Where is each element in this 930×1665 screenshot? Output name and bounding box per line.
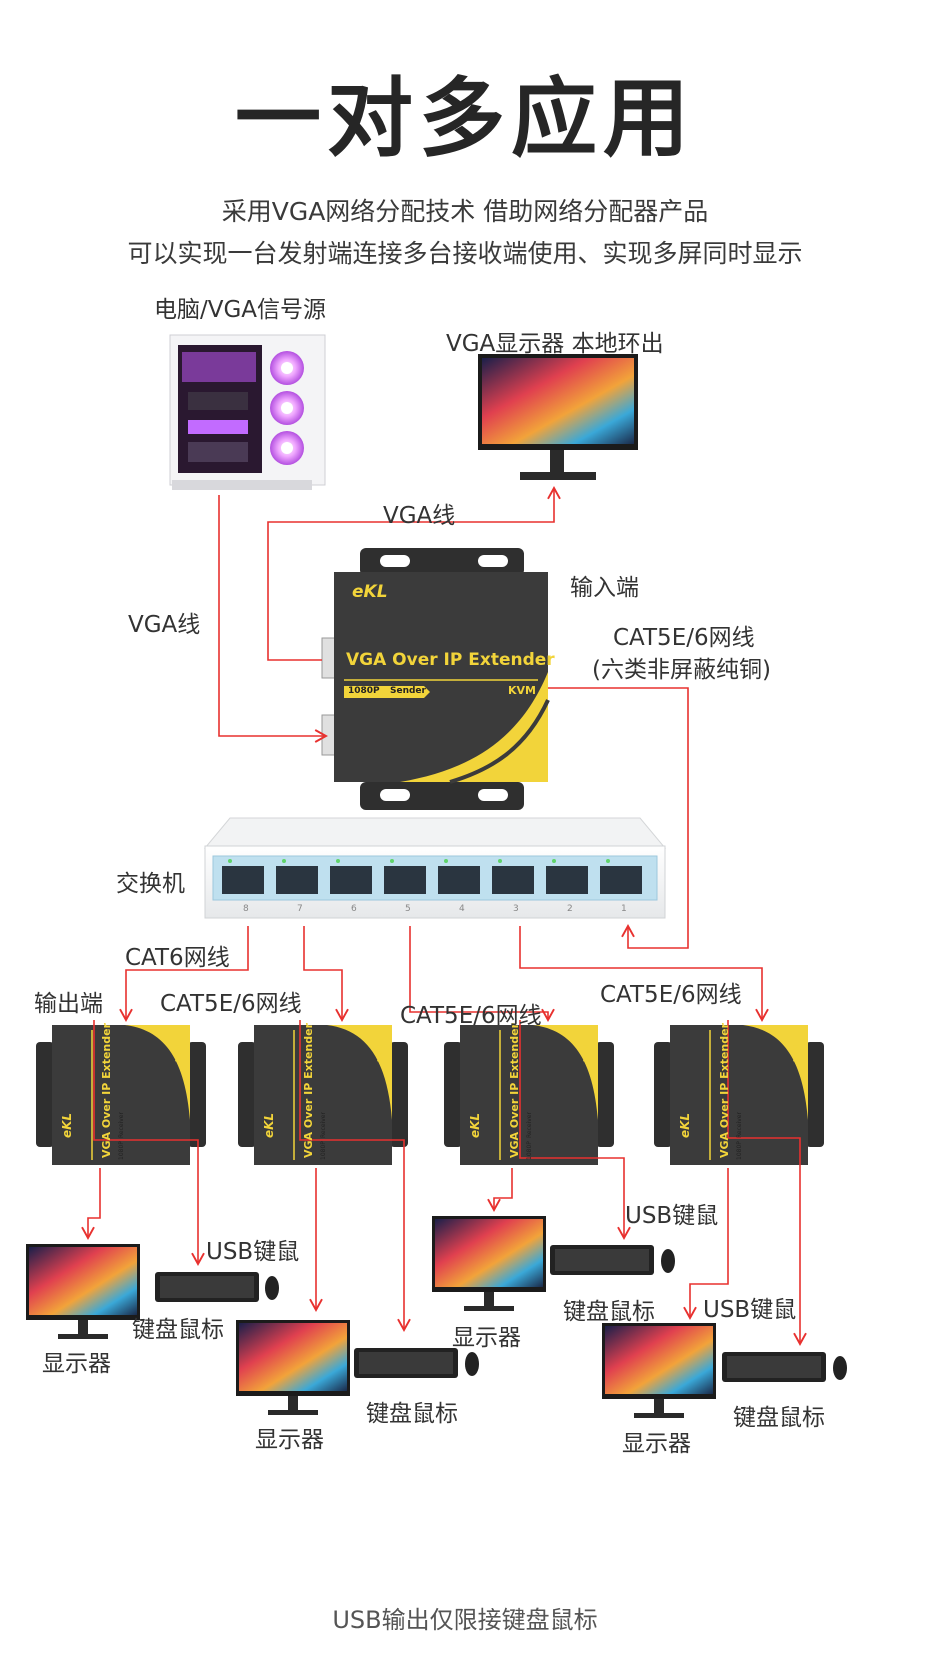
switch-port-label: 1: [621, 904, 627, 914]
sender-role: Sender: [390, 686, 426, 696]
keyboard-mouse-4: [722, 1352, 847, 1382]
label-switch: 交换机: [116, 871, 185, 897]
receiver-2-role: Receiver: [320, 1112, 327, 1138]
receiver-3-kvm: KVM: [582, 1044, 591, 1062]
receiver-2-model: VGA Over IP Extender: [302, 1022, 315, 1158]
label-monitor-1: 显示器: [42, 1351, 111, 1377]
page-title: 一对多应用: [235, 68, 695, 169]
label-usb-km-3: USB键鼠: [703, 1297, 797, 1323]
keyboard-mouse-3: [550, 1245, 675, 1275]
monitor-1: [26, 1244, 140, 1339]
local-monitor: [478, 354, 638, 480]
switch-port-label: 8: [243, 904, 249, 914]
label-input-end: 输入端: [570, 575, 639, 601]
receiver-1-model: VGA Over IP Extender: [100, 1022, 113, 1158]
sender-model: VGA Over IP Extender: [346, 650, 555, 670]
label-usb-km-2: USB键鼠: [625, 1203, 719, 1229]
receiver-2: [238, 1025, 408, 1165]
keyboard-mouse-2: [354, 1348, 479, 1378]
label-km-1: 键盘鼠标: [132, 1317, 224, 1343]
label-cat-cable-3: CAT5E/6网线: [400, 1003, 542, 1029]
subtitle-line-1: 采用VGA网络分配技术 借助网络分配器产品: [221, 197, 709, 226]
receiver-2-kvm: KVM: [376, 1044, 385, 1062]
receiver-4-model: VGA Over IP Extender: [718, 1022, 731, 1158]
sender-device: [321, 548, 550, 810]
label-km-2: 键盘鼠标: [366, 1401, 458, 1427]
pc-tower: [169, 334, 326, 490]
label-vga-cable-top: VGA线: [383, 503, 456, 529]
label-vga-cable-left: VGA线: [128, 612, 201, 638]
keyboard-mouse-1: [155, 1272, 279, 1302]
receiver-4-kvm: KVM: [792, 1044, 801, 1062]
label-cat-cable-4: CAT5E/6网线: [600, 982, 742, 1008]
label-local-monitor: VGA显示器 本地环出: [446, 331, 664, 357]
connection-lines: [81, 486, 807, 1346]
receiver-4-brand: eKL: [678, 1112, 692, 1138]
switch-port-label: 4: [459, 904, 465, 914]
label-monitor-3: 显示器: [452, 1325, 521, 1351]
switch-port-label: 3: [513, 904, 519, 914]
network-switch: [203, 817, 667, 919]
monitor-3: [432, 1216, 546, 1311]
label-cat6-cable: CAT6网线: [125, 945, 230, 971]
receiver-4-role: Receiver: [736, 1112, 743, 1138]
footer-note: USB输出仅限接键盘鼠标: [332, 1606, 598, 1634]
monitor-4: [602, 1323, 716, 1418]
label-cat-cable-2: CAT5E/6网线: [160, 991, 302, 1017]
switch-port-label: 2: [567, 904, 573, 914]
monitor-2: [236, 1320, 350, 1415]
receiver-3-role: Receiver: [526, 1112, 533, 1138]
label-monitor-4: 显示器: [622, 1431, 691, 1457]
label-km-3: 键盘鼠标: [563, 1299, 655, 1325]
label-km-4: 键盘鼠标: [733, 1405, 825, 1431]
switch-ports: [222, 866, 642, 894]
sender-brand: eKL: [352, 582, 388, 602]
receiver-2-resolution: 1080P: [320, 1141, 327, 1160]
label-cat-cable-top: CAT5E/6网线: [613, 625, 755, 651]
receiver-1-role: Receiver: [118, 1112, 125, 1138]
label-output-end: 输出端: [34, 991, 103, 1017]
receiver-3-model: VGA Over IP Extender: [508, 1022, 521, 1158]
label-cat-cable-note: (六类非屏蔽纯铜): [592, 657, 771, 683]
receiver-1-kvm: KVM: [174, 1044, 183, 1062]
subtitle-line-2: 可以实现一台发射端连接多台接收端使用、实现多屏同时显示: [127, 239, 803, 268]
sender-kvm: KVM: [508, 684, 536, 697]
receiver-4-resolution: 1080P: [736, 1141, 743, 1160]
receiver-3-brand: eKL: [468, 1112, 482, 1138]
label-usb-km-1: USB键鼠: [206, 1239, 300, 1265]
receiver-1: [36, 1025, 206, 1165]
switch-port-label: 6: [351, 904, 357, 914]
sender-resolution: 1080P: [348, 686, 380, 696]
receiver-1-resolution: 1080P: [118, 1141, 125, 1160]
receiver-4: [654, 1025, 824, 1165]
switch-port-label: 7: [297, 904, 303, 914]
receiver-3: [444, 1025, 614, 1165]
receiver-1-brand: eKL: [60, 1112, 74, 1138]
receiver-2-brand: eKL: [262, 1112, 276, 1138]
receiver-3-resolution: 1080P: [526, 1141, 533, 1160]
label-source: 电脑/VGA信号源: [154, 297, 327, 323]
label-monitor-2: 显示器: [255, 1427, 324, 1453]
switch-port-label: 5: [405, 904, 411, 914]
